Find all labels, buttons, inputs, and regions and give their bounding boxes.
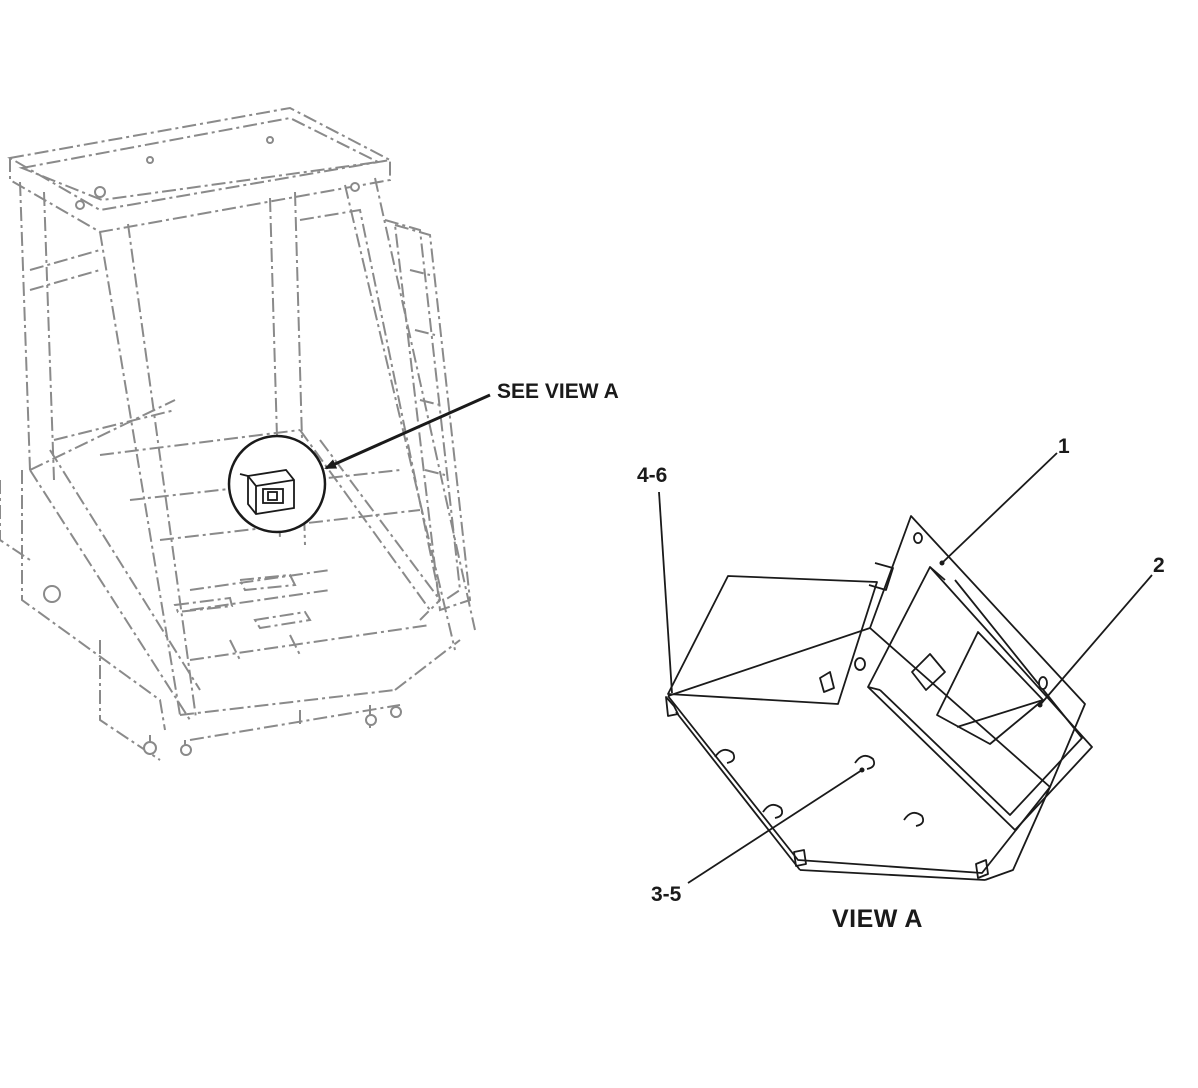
leader-lines bbox=[658, 452, 1153, 884]
cab-frame-bolts bbox=[43, 136, 402, 756]
cab-frame bbox=[0, 106, 476, 761]
view-a-assembly bbox=[665, 515, 1093, 881]
callout-item-2: 2 bbox=[1153, 554, 1165, 577]
callout-item-3-5: 3-5 bbox=[651, 883, 682, 906]
see-view-arrow bbox=[324, 393, 491, 470]
callout-item-4-6: 4-6 bbox=[637, 464, 668, 487]
callout-item-1: 1 bbox=[1058, 435, 1070, 458]
view-a-bolt-holes bbox=[854, 532, 1048, 690]
see-view-a-label: SEE VIEW A bbox=[497, 380, 619, 403]
view-a-title: VIEW A bbox=[832, 905, 923, 933]
leader-dots bbox=[859, 560, 1043, 773]
detail-circle bbox=[227, 434, 327, 534]
